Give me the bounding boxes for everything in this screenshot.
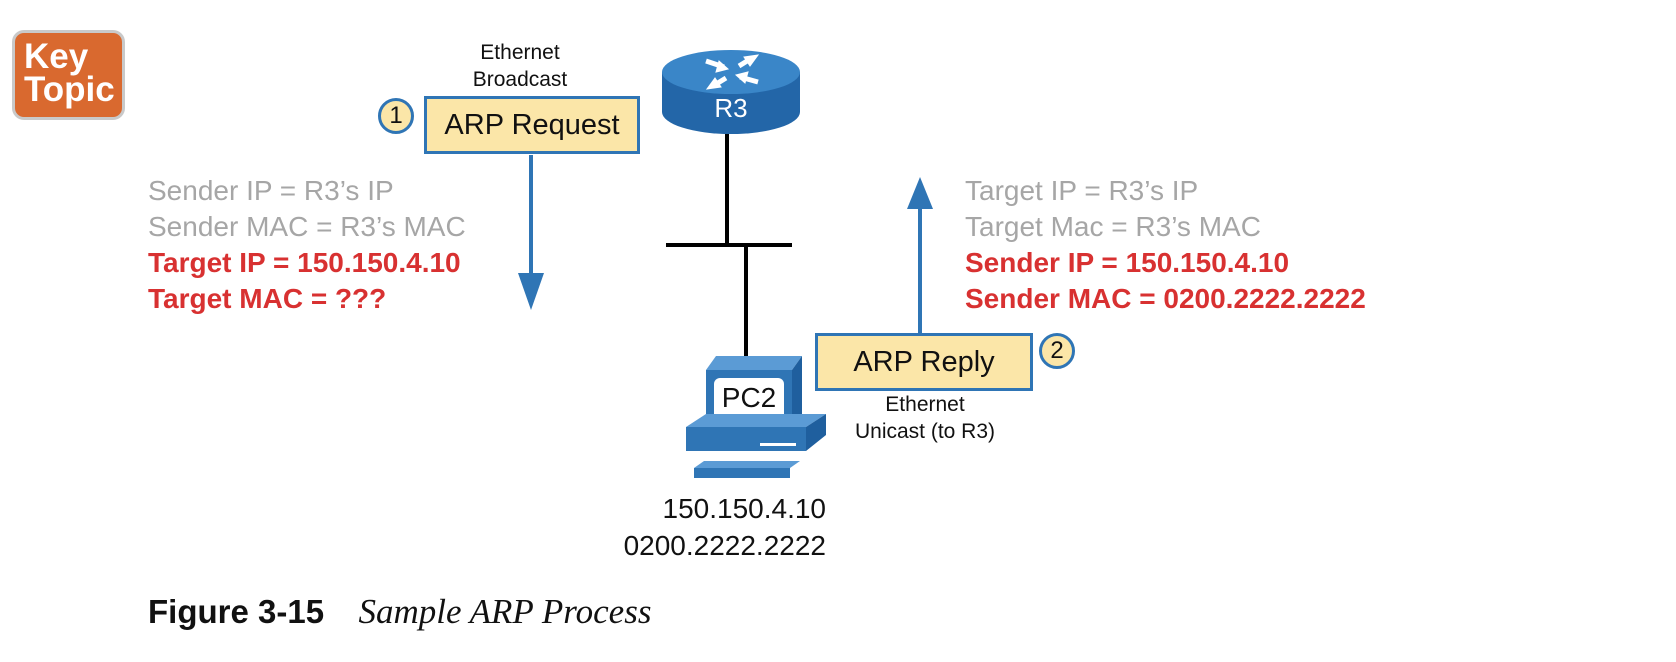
request-arrow: [518, 155, 544, 310]
reply-frame-line1: Ethernet: [885, 393, 965, 416]
pc-icon: [686, 356, 826, 478]
reply-target-ip: Target IP = R3’s IP: [965, 175, 1199, 206]
request-sender-ip: Sender IP = R3’s IP: [148, 175, 394, 206]
key-topic-line2: Topic: [24, 70, 115, 109]
reply-frame-line2: Unicast (to R3): [854, 420, 996, 443]
reply-sender-ip: Sender IP = 150.150.4.10: [965, 247, 1290, 278]
router-icon: [662, 50, 800, 134]
reply-frame-type: Ethernet Unicast (to R3): [825, 391, 1025, 445]
figure-caption: Figure 3-15 Sample ARP Process: [148, 592, 651, 632]
request-target-mac: Target MAC = ???: [148, 283, 387, 314]
figure-title: Sample ARP Process: [358, 592, 652, 631]
request-frame-line1: Ethernet: [480, 41, 560, 64]
request-frame-type: Ethernet Broadcast: [440, 39, 600, 93]
pc-ip-address: 150.150.4.10: [662, 493, 827, 524]
reply-target-mac: Target Mac = R3’s MAC: [965, 211, 1261, 242]
key-topic-badge: Key Topic: [12, 30, 125, 120]
request-sender-mac: Sender MAC = R3’s MAC: [148, 211, 466, 242]
reply-arrow: [907, 177, 933, 333]
key-topic-line1: Key: [24, 37, 89, 76]
pc-label: PC2: [721, 382, 777, 413]
arp-reply-box: ARP Reply: [815, 333, 1033, 391]
step-2-badge: 2: [1039, 333, 1075, 369]
figure-number: Figure 3-15: [148, 593, 325, 630]
reply-fields: Target IP = R3’s IP Target Mac = R3’s MA…: [965, 173, 1366, 317]
pc-addresses: 150.150.4.10 0200.2222.2222: [560, 490, 826, 564]
router-label: R3: [714, 93, 748, 123]
request-target-ip: Target IP = 150.150.4.10: [148, 247, 461, 278]
arp-request-box: ARP Request: [424, 96, 640, 154]
step-1-badge: 1: [378, 98, 414, 134]
request-fields: Sender IP = R3’s IP Sender MAC = R3’s MA…: [148, 173, 466, 317]
request-frame-line2: Broadcast: [472, 68, 568, 91]
reply-sender-mac: Sender MAC = 0200.2222.2222: [965, 283, 1366, 314]
pc-mac-address: 0200.2222.2222: [623, 530, 826, 561]
